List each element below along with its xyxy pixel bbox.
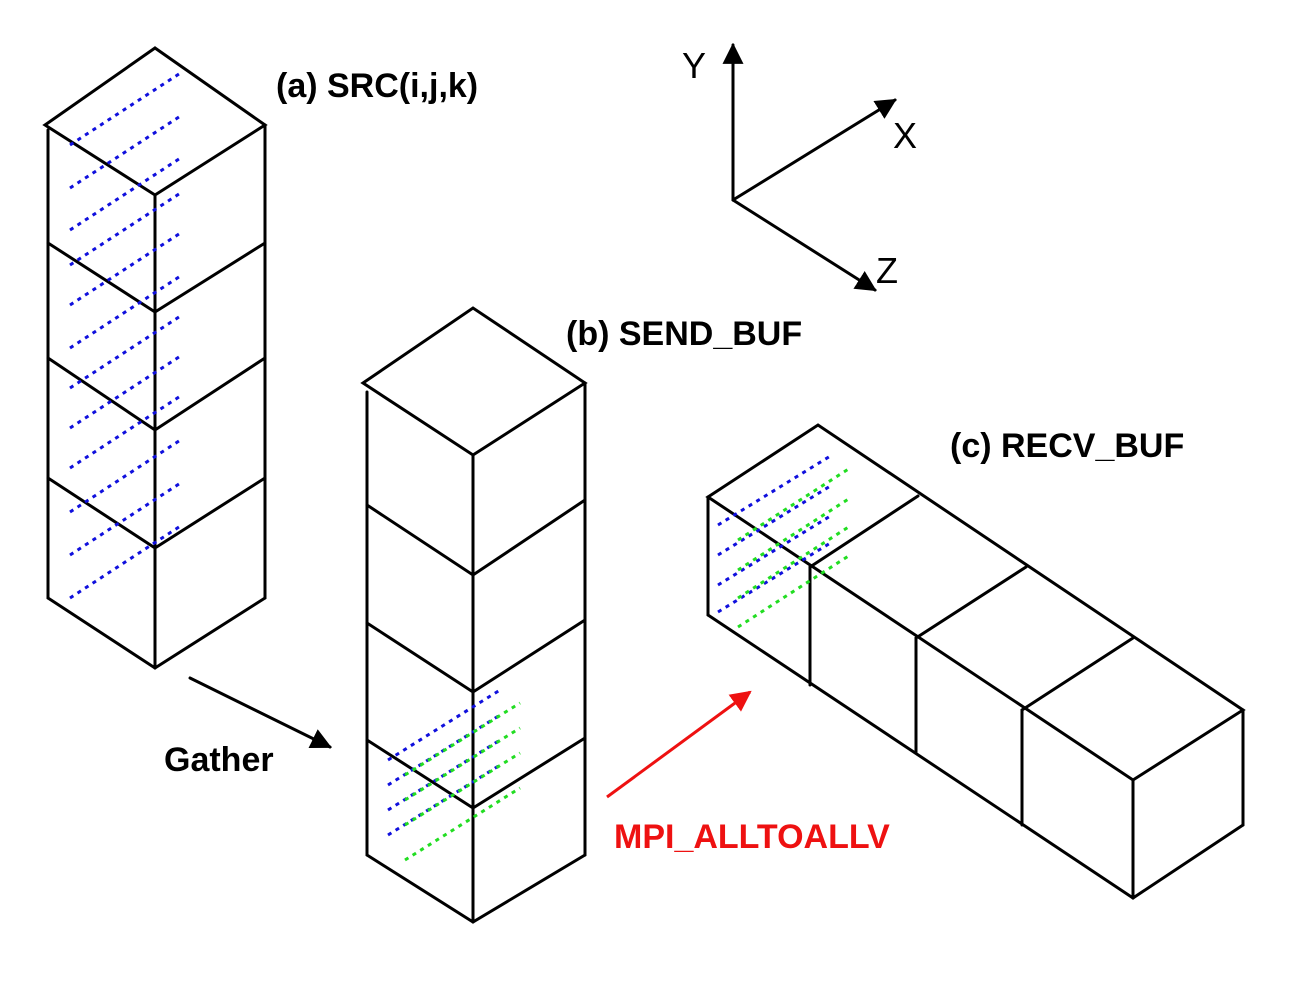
send-label: (b) SEND_BUF [566, 315, 802, 353]
gather-arrow [188, 676, 332, 749]
src-label: (a) SRC(i,j,k) [276, 67, 478, 105]
mpi-arrow [606, 690, 752, 799]
recv-blue-lines [717, 453, 833, 614]
z-axis-label: Z [876, 250, 898, 291]
axes-triad: Y X Z [682, 42, 917, 292]
send-green-lines [404, 701, 521, 862]
z-axis-arrow [731, 198, 877, 292]
src-column [42, 46, 268, 670]
mpi-label: MPI_ALLTOALLV [614, 818, 890, 856]
recv-row [705, 423, 1246, 900]
x-axis-arrow [731, 98, 897, 202]
x-axis-label: X [893, 115, 917, 156]
src-blue-lines [69, 70, 183, 600]
recv-label: (c) RECV_BUF [950, 427, 1184, 465]
gather-label: Gather [164, 741, 274, 779]
recv-green-lines [737, 466, 851, 629]
send-column [360, 306, 588, 924]
y-axis-label: Y [682, 45, 706, 86]
